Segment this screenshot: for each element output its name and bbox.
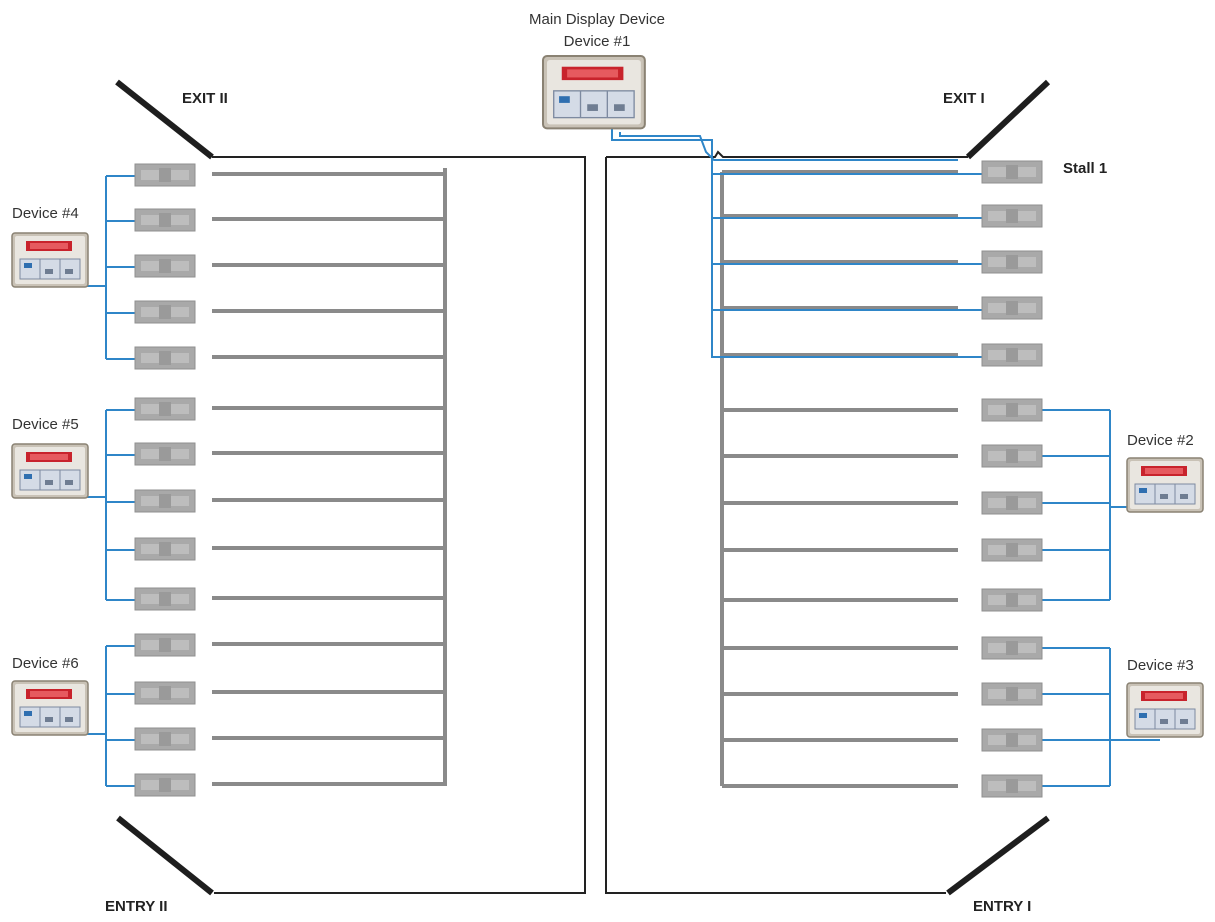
sensor-left-8 [134,489,196,513]
sensor-right-9 [981,538,1043,562]
stall-1-label: Stall 1 [1063,160,1108,177]
sensor-right-5 [981,343,1043,367]
sensor-right-8 [981,491,1043,515]
device-6-label: Device #6 [12,655,79,672]
entry-left-label: ENTRY II [105,898,168,915]
sensor-right-6 [981,398,1043,422]
sensor-right-13 [981,728,1043,752]
sensor-left-11 [134,633,196,657]
device-4-unit [11,232,89,288]
device-3-unit [1126,682,1204,738]
sensor-right-3 [981,250,1043,274]
device-1-branch [619,132,958,161]
device-blue-wiring [40,126,1160,787]
sensor-right-10 [981,588,1043,612]
stall-bars [212,168,958,788]
sensor-right-1 [981,160,1043,184]
device-5-unit [11,443,89,499]
gate-bar-exit-left [115,79,214,160]
sensor-left-14 [134,773,196,797]
sensor-right-14 [981,774,1043,798]
sensor-right-11 [981,636,1043,660]
gate-bar-entry-left [116,815,214,896]
device-5-label: Device #5 [12,416,79,433]
device-4-label: Device #4 [12,205,79,222]
gate-bars [115,79,1051,896]
sensor-right-12 [981,682,1043,706]
sensor-left-2 [134,208,196,232]
gate-bar-exit-right [965,79,1051,160]
sensor-left-3 [134,254,196,278]
main-black-wiring [212,150,968,894]
gate-bar-entry-right [946,815,1050,896]
sensor-left-13 [134,727,196,751]
sensor-right-7 [981,444,1043,468]
main-display-title: Main Display Device [529,11,665,28]
sensor-right-2 [981,204,1043,228]
exit-right-label: EXIT I [943,90,985,107]
device-2-unit [1126,457,1204,513]
sensor-left-10 [134,587,196,611]
main-display-device [541,54,646,130]
sensor-left-12 [134,681,196,705]
device-6-unit [11,680,89,736]
sensor-left-1 [134,163,196,187]
stall-sensors [134,160,1043,798]
sensor-left-5 [134,346,196,370]
device-1-trunk [611,126,713,358]
sensor-left-6 [134,397,196,421]
device-2-label: Device #2 [1127,432,1194,449]
exit-left-label: EXIT II [182,90,228,107]
sensor-left-4 [134,300,196,324]
device-3-label: Device #3 [1127,657,1194,674]
sensor-left-7 [134,442,196,466]
sensor-right-4 [981,296,1043,320]
entry-right-label: ENTRY I [973,898,1032,915]
main-device-label: Device #1 [563,33,631,50]
sensor-left-9 [134,537,196,561]
